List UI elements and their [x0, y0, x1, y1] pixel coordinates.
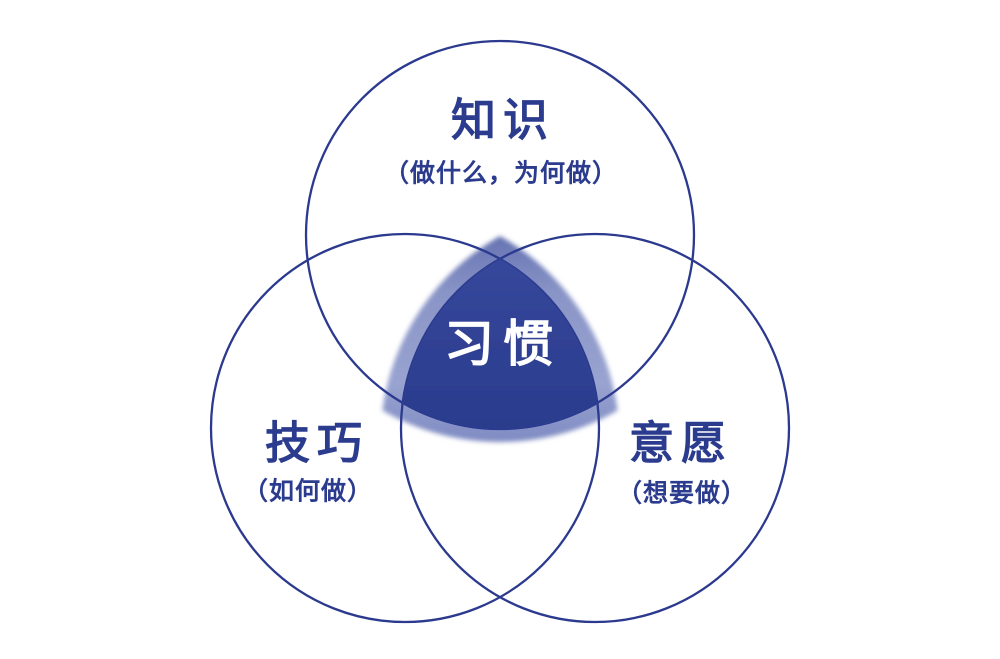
habit-core	[403, 259, 597, 429]
skill-circle	[209, 232, 601, 624]
skill-label: 技巧	[264, 417, 370, 469]
skill-sublabel: （如何做）	[242, 477, 374, 506]
desire-sublabel: （想要做）	[616, 479, 748, 508]
desire-circle	[399, 232, 791, 624]
knowledge-sublabel: （做什么，为何做）	[383, 159, 619, 188]
habit-center-label: 习惯	[444, 316, 562, 372]
knowledge-label: 知识	[450, 94, 556, 146]
knowledge-circle	[304, 39, 696, 431]
desire-label: 意愿	[628, 417, 734, 469]
